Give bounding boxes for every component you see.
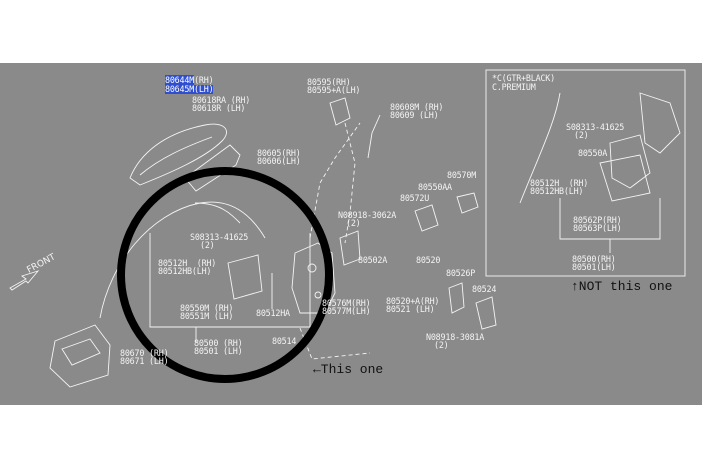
striker bbox=[456, 192, 479, 214]
part-08918-3062a-qty: (2) bbox=[346, 218, 361, 228]
outside-handle bbox=[129, 123, 227, 186]
part-80512hb-main: 80512HB(LH) bbox=[158, 266, 212, 276]
striker-plate bbox=[414, 204, 439, 232]
rod-dashed bbox=[344, 122, 356, 244]
part-80520: 80520 bbox=[416, 255, 441, 265]
part-08918-3081a: N08918-3081A bbox=[426, 332, 485, 342]
striker-bracket bbox=[475, 296, 497, 330]
inset-title-line1: *C(GTR+BLACK) bbox=[492, 73, 555, 83]
annotation-not-this-one: ↑NOT this one bbox=[571, 279, 673, 294]
rod-clip bbox=[329, 97, 351, 126]
inset-box bbox=[485, 69, 686, 277]
annotation-this-one: ←This one bbox=[313, 362, 384, 377]
striker-bracket bbox=[448, 282, 465, 314]
part-80502a: 80502A bbox=[358, 255, 388, 265]
part-80551m: 80551M (LH) bbox=[180, 311, 234, 321]
inset-part-80563p: 80563P(LH) bbox=[573, 223, 622, 233]
part-08918-3062a: N08918-3062A bbox=[338, 210, 397, 220]
part-80570m: 80570M bbox=[447, 170, 477, 180]
part-80521: 80521 (LH) bbox=[386, 304, 435, 314]
rod-dashed bbox=[309, 122, 361, 239]
part-80577m: 80577M(LH) bbox=[322, 306, 371, 316]
inset-part-80512hb: 80512HB(LH) bbox=[530, 186, 584, 196]
highlight-circle bbox=[117, 167, 333, 383]
inset-lock-actuator bbox=[599, 154, 651, 202]
part-80526p: 80526P bbox=[446, 268, 476, 278]
rod bbox=[367, 114, 381, 159]
part-08918-3081a-qty: (2) bbox=[434, 340, 449, 350]
part-80572u: 80572U bbox=[400, 193, 430, 203]
bracket bbox=[339, 230, 361, 266]
inset-rod-clip bbox=[639, 92, 681, 154]
part-80645m: 80645M(LH) bbox=[165, 84, 214, 94]
part-80500-main: 80500 (RH) bbox=[194, 338, 243, 348]
assembly-bracket bbox=[149, 233, 311, 328]
inset-part-80500: 80500(RH) bbox=[572, 254, 616, 264]
part-08313-main-qty: (2) bbox=[200, 240, 215, 250]
part-08313-main: S08313-41625 bbox=[190, 232, 249, 242]
part-80609: 80609 (LH) bbox=[390, 110, 439, 120]
line-art bbox=[9, 69, 686, 388]
part-80520a: 80520+A(RH) bbox=[386, 296, 440, 306]
inset-part-80501: 80501(LH) bbox=[572, 262, 616, 272]
inset-part-80550a: 80550A bbox=[578, 148, 608, 158]
handle-bracket bbox=[184, 144, 241, 192]
part-80605: 80605(RH) bbox=[257, 148, 301, 158]
part-80606: 80606(LH) bbox=[257, 156, 301, 166]
cable bbox=[194, 202, 241, 224]
part-80618r: 80618R (LH) bbox=[192, 103, 246, 113]
inset-cable bbox=[519, 92, 561, 204]
inset-part-08313-qty: (2) bbox=[574, 130, 589, 140]
part-80608m: 80608M (RH) bbox=[390, 102, 444, 112]
parts-diagram: 80644M(RH) 80645M(LH) 80618RA (RH) 80618… bbox=[0, 63, 702, 405]
part-80550aa: 80550AA bbox=[418, 182, 452, 192]
lock-actuator bbox=[227, 254, 263, 300]
part-80512ha: 80512HA bbox=[256, 308, 290, 318]
part-80512h-main: 80512H (RH) bbox=[158, 258, 217, 268]
inside-handle-detail bbox=[61, 338, 101, 366]
part-80671: 80671 (LH) bbox=[120, 356, 169, 366]
part-80644m: 80644M(RH) bbox=[165, 75, 214, 85]
latch-bolt bbox=[307, 263, 317, 273]
inset-part-80562p: 80562P(RH) bbox=[573, 215, 622, 225]
inset-title-line2: C.PREMIUM bbox=[492, 82, 536, 92]
inset-part-80512h: 80512H (RH) bbox=[530, 178, 589, 188]
part-80524: 80524 bbox=[472, 284, 497, 294]
part-80576m: 80576M(RH) bbox=[322, 298, 371, 308]
part-80514: 80514 bbox=[272, 336, 297, 346]
part-80670: 80670 (RH) bbox=[120, 348, 169, 358]
part-80618ra: 80618RA (RH) bbox=[192, 95, 251, 105]
dashed-guide bbox=[299, 327, 371, 360]
part-80550m: 80550M (RH) bbox=[180, 303, 234, 313]
part-80595: 80595(RH) bbox=[307, 77, 351, 87]
part-80595a: 80595+A(LH) bbox=[307, 85, 361, 95]
front-arrow-icon bbox=[9, 270, 40, 291]
latch-bolt bbox=[314, 291, 322, 299]
cable bbox=[99, 201, 266, 319]
inside-handle-module bbox=[49, 324, 111, 388]
part-80501-main: 80501 (LH) bbox=[194, 346, 243, 356]
inset-part-08313: S08313-41625 bbox=[566, 122, 625, 132]
inset-latch bbox=[609, 134, 651, 189]
outside-handle-detail bbox=[139, 136, 213, 176]
